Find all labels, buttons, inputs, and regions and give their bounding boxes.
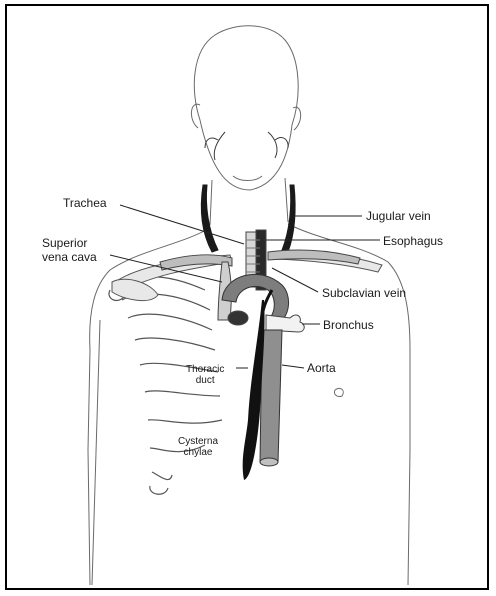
neck-left	[210, 180, 212, 225]
label-aorta: Aorta	[307, 361, 336, 375]
label-superior-vena-cava: Superior vena cava	[42, 236, 97, 264]
scapula-left	[112, 279, 158, 300]
arm-line-left	[92, 320, 100, 585]
label-superior-vena-cava-line1: Superior	[42, 236, 97, 250]
label-cisterna-chyli-line1: Cysterna	[178, 436, 218, 447]
label-superior-vena-cava-line2: vena cava	[42, 250, 97, 264]
nipple-right	[334, 388, 343, 396]
label-cisterna-chyli: Cysterna chylae	[178, 436, 218, 458]
leader-aorta	[282, 365, 304, 368]
label-cisterna-chyli-line2: chylae	[178, 447, 218, 458]
label-bronchus: Bronchus	[323, 318, 374, 332]
label-trachea: Trachea	[63, 196, 107, 210]
label-thoracic-duct-line2: duct	[186, 375, 224, 386]
bronchus-shape	[266, 315, 304, 332]
head-outline	[194, 26, 298, 190]
shoulder-right	[288, 224, 410, 585]
mouth	[233, 176, 262, 181]
label-esophagus: Esophagus	[383, 234, 443, 248]
label-thoracic-duct-line1: Thoracic	[186, 364, 224, 375]
jugular-right	[282, 185, 295, 252]
shoulder-left	[88, 228, 210, 585]
label-subclavian-vein: Subclavian vein	[322, 286, 406, 300]
label-jugular-vein: Jugular vein	[366, 209, 431, 223]
jugular-left	[201, 185, 218, 252]
leader-trachea	[120, 205, 244, 244]
neck-right	[285, 178, 288, 222]
label-thoracic-duct: Thoracic duct	[186, 364, 224, 386]
